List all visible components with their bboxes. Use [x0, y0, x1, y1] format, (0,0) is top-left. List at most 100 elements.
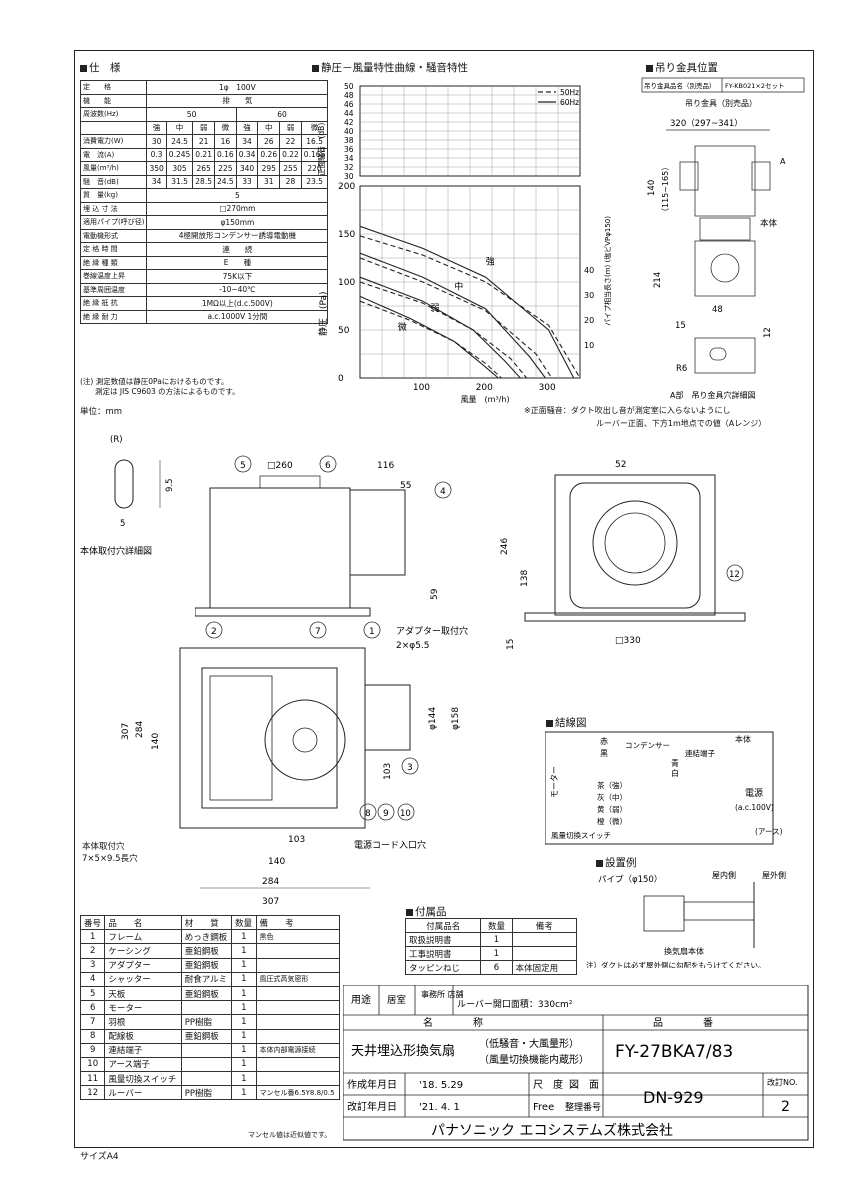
parts-cell: 2 [79, 943, 106, 959]
spec-value: 255 [279, 161, 302, 176]
parts-cell: 1 [231, 1071, 257, 1087]
spec-value: 微 [213, 120, 237, 135]
spec-label: 電 流(A) [79, 147, 148, 162]
plan-adapter-label: アダプター取付穴 [396, 625, 468, 637]
parts-cell: 1 [231, 1000, 257, 1016]
front-callout-12: 12 [729, 570, 740, 580]
side-dim-55: 55 [400, 481, 411, 491]
front-dim-138: 138 [520, 570, 530, 587]
parts-cell: 配線板 [104, 1028, 182, 1044]
spec-value: 350 [146, 161, 167, 176]
spec-value: 0.26 [257, 147, 281, 162]
spec-value: 4極開放形コンデンサー誘導電動機 [146, 228, 329, 243]
x-tick-label: 100 [413, 383, 430, 393]
tb-company: パナソニック エコシステムズ株式会社 [431, 1123, 673, 1139]
parts-cell: PP樹脂 [180, 1014, 233, 1030]
side-view: 5 6 □260 116 55 4 59 [195, 455, 452, 617]
noise-tick-label: 30 [344, 172, 354, 181]
parts-cell: マンセル番6.5Y8.8/0.5 [255, 1085, 341, 1101]
parts-cell: ケーシング [104, 943, 182, 959]
parts-cell: 9 [79, 1042, 106, 1058]
hanger-bracket-label: 吊り金具（別売品） [685, 98, 757, 108]
spec-value: 295 [257, 161, 281, 176]
spec-value: 265 [192, 161, 215, 176]
spec-note-2: 測定は JIS C9603 の方法によるものです。 [80, 387, 240, 396]
tb-scale-label: 尺 度 [533, 1078, 563, 1091]
series-line [359, 235, 581, 379]
parts-cell: 6 [79, 1000, 106, 1016]
wiring-title: 結線図 [546, 715, 587, 730]
spec-value: a.c.1000V 1分間 [146, 309, 329, 324]
parts-cell: 1 [231, 985, 257, 1002]
spec-label: 適用パイプ(呼び径) [79, 215, 148, 230]
tb-use-value1: 居室 [387, 994, 406, 1006]
tb-use-value2: 事務所 店舗 [421, 989, 464, 999]
y-axis-label: 静圧 (Pa) [317, 291, 329, 336]
tb-product-sub2: （風量切換機能内蔵形） [479, 1053, 589, 1066]
spec-value: 0.3 [146, 147, 167, 162]
tb-revised-label: 改訂年月日 [347, 1100, 397, 1113]
parts-cell: 亜鉛鋼板 [180, 957, 233, 973]
parts-cell: 1 [231, 929, 257, 945]
plan-dim-307v: 307 [121, 723, 131, 740]
hole-dim-r: (R) [110, 435, 123, 445]
tb-number-header: 品 番 [653, 1017, 713, 1029]
spec-label: 消費電力(W) [79, 134, 148, 149]
parts-cell: PP樹脂 [180, 1085, 233, 1101]
spec-value: 0.16 [213, 147, 237, 162]
wiring-terminal: 連結端子 [685, 748, 715, 758]
front-dim-52: 52 [615, 460, 626, 470]
spec-value: E 種 [146, 255, 329, 270]
wiring-gray: 灰（中） [597, 792, 627, 802]
curve-label: 強 [486, 256, 495, 268]
spec-value: □270mm [146, 201, 329, 216]
series-line [359, 225, 575, 379]
parts-cell: アダプター [104, 957, 182, 973]
parts-cell: 8 [79, 1028, 106, 1044]
install-outdoor: 屋外側 [762, 870, 786, 880]
spec-row: 定 格 時 間連 続 [79, 242, 329, 257]
spec-value: 0.21 [192, 147, 215, 162]
spec-value: 16 [213, 134, 237, 149]
mount-hole-detail: (R) 9.5 5 本体取付穴詳細図 [80, 435, 175, 557]
wiring-brown: 茶（強） [597, 780, 627, 790]
spec-label: 絶 縁 耐 力 [79, 309, 148, 324]
spec-label: 定 格 時 間 [79, 242, 148, 257]
spec-value: 強 [146, 120, 167, 135]
plan-cord-label: 電源コード入口穴 [354, 839, 426, 851]
y-tick-label: 200 [338, 182, 355, 192]
acc-cell: 工事説明書 [404, 946, 482, 961]
spec-value: 305 [165, 161, 194, 176]
parts-cell: 耐食アルミ [180, 971, 233, 987]
chart-title: 静圧－風量特性曲線・騒音特性 [312, 60, 468, 75]
hanger-header-part: FY-KB021×2セット [725, 82, 785, 90]
spec-label: 絶 縁 抵 抗 [79, 296, 148, 311]
y-tick-label: 50 [338, 326, 350, 336]
parts-cell: 羽根 [104, 1014, 182, 1030]
noise-tick-label: 32 [344, 163, 354, 172]
series-line [359, 295, 499, 379]
pipe-tick-label: 20 [584, 316, 594, 325]
hole-caption: 本体取付穴詳細図 [80, 545, 152, 557]
spec-value: 26 [257, 134, 281, 149]
tb-name-header: 名 称 [423, 1016, 483, 1029]
spec-value: 5 [146, 188, 329, 203]
spec-note-1: (注) 測定数値は静圧0Paにおけるものです。 [80, 377, 229, 386]
tb-created-value: '18. 5.29 [419, 1080, 463, 1091]
parts-cell: 1 [231, 1085, 257, 1101]
hanger-dim-115: （115~165） [661, 163, 670, 216]
wiring-blue: 青 [671, 758, 679, 768]
plan-callout-10: 10 [400, 809, 411, 819]
